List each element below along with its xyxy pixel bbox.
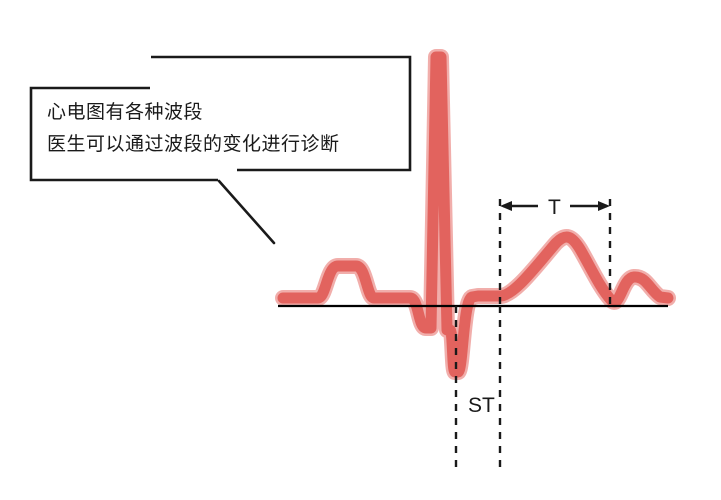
t-left-arrowhead-icon (500, 201, 512, 211)
st-segment-markers: ST (454, 306, 502, 468)
callout-inner-frame (29, 86, 218, 182)
callout-pointer-line (217, 179, 276, 245)
callout-line-2: 医生可以通过波段的变化进行诊断 (47, 133, 340, 155)
t-wave-label: T (548, 196, 561, 219)
t-wave-markers: T (498, 196, 612, 306)
callout-outer-frame (151, 55, 412, 172)
callout-text-block: 心电图有各种波段 医生可以通过波段的变化进行诊断 (47, 96, 407, 160)
t-right-arrowhead-icon (598, 201, 610, 211)
st-segment-label: ST (468, 394, 495, 417)
callout-line-1: 心电图有各种波段 (47, 101, 204, 123)
callout-box-outline (29, 55, 412, 245)
